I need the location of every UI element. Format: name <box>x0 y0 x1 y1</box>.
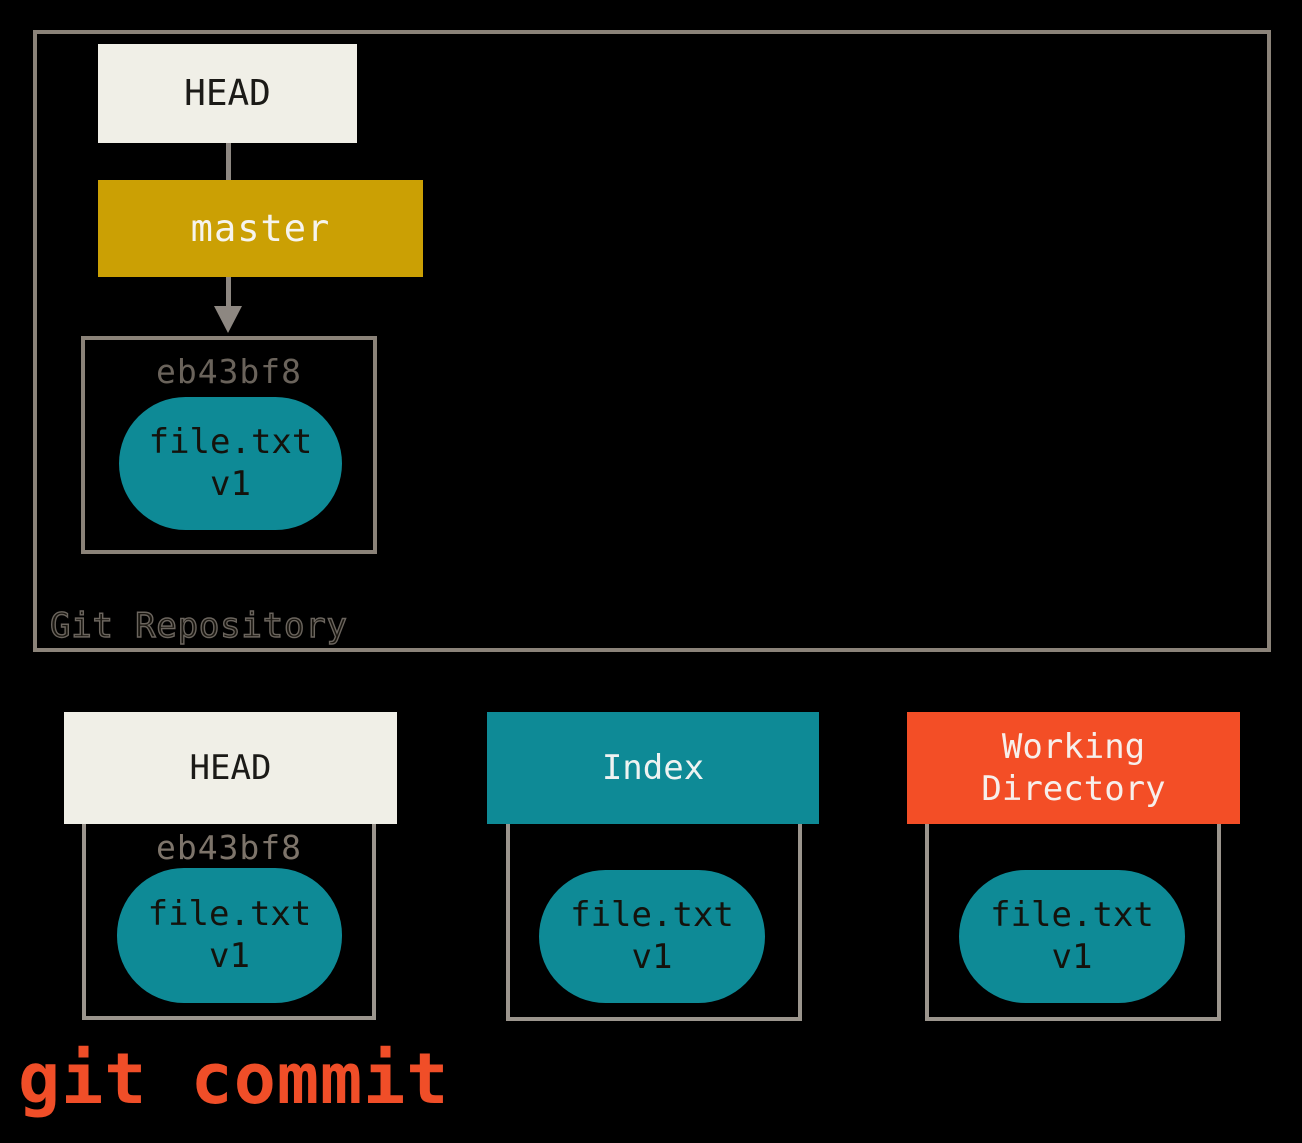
file-blob-working-directory: file.txt v1 <box>959 870 1185 1003</box>
head-column-hash: eb43bf8 <box>155 828 303 867</box>
working-directory-column-header: Working Directory <box>907 712 1240 824</box>
file-blob-name: file.txt <box>148 422 313 463</box>
head-ref-label: HEAD <box>184 73 271 114</box>
file-blob-version: v1 <box>210 463 251 504</box>
file-blob-head: file.txt v1 <box>117 868 342 1003</box>
file-blob-index: file.txt v1 <box>539 870 765 1003</box>
file-blob-name: file.txt <box>147 894 312 935</box>
head-ref-box: HEAD <box>98 44 357 143</box>
git-repository-caption: Git Repository <box>49 605 348 646</box>
file-blob-version: v1 <box>1051 936 1093 977</box>
index-column-label: Index <box>601 747 705 788</box>
working-directory-column-label: Working Directory <box>981 726 1166 810</box>
head-column-header: HEAD <box>64 712 397 824</box>
file-blob-version: v1 <box>631 936 673 977</box>
file-blob-name: file.txt <box>990 895 1154 936</box>
file-blob-name: file.txt <box>570 895 734 936</box>
git-repository-frame <box>33 30 1271 652</box>
branch-to-commit-connector <box>226 277 231 309</box>
master-branch-label: master <box>190 207 331 250</box>
git-command-caption: git commit <box>18 1038 450 1120</box>
file-blob-commit: file.txt v1 <box>119 397 342 530</box>
commit-box <box>81 336 377 554</box>
commit-hash: eb43bf8 <box>155 352 303 391</box>
arrow-down-icon <box>214 306 242 333</box>
head-column-label: HEAD <box>189 747 272 788</box>
file-blob-version: v1 <box>209 935 250 976</box>
master-branch-box: master <box>98 180 423 277</box>
head-to-branch-connector <box>226 143 231 180</box>
index-column-header: Index <box>487 712 819 824</box>
